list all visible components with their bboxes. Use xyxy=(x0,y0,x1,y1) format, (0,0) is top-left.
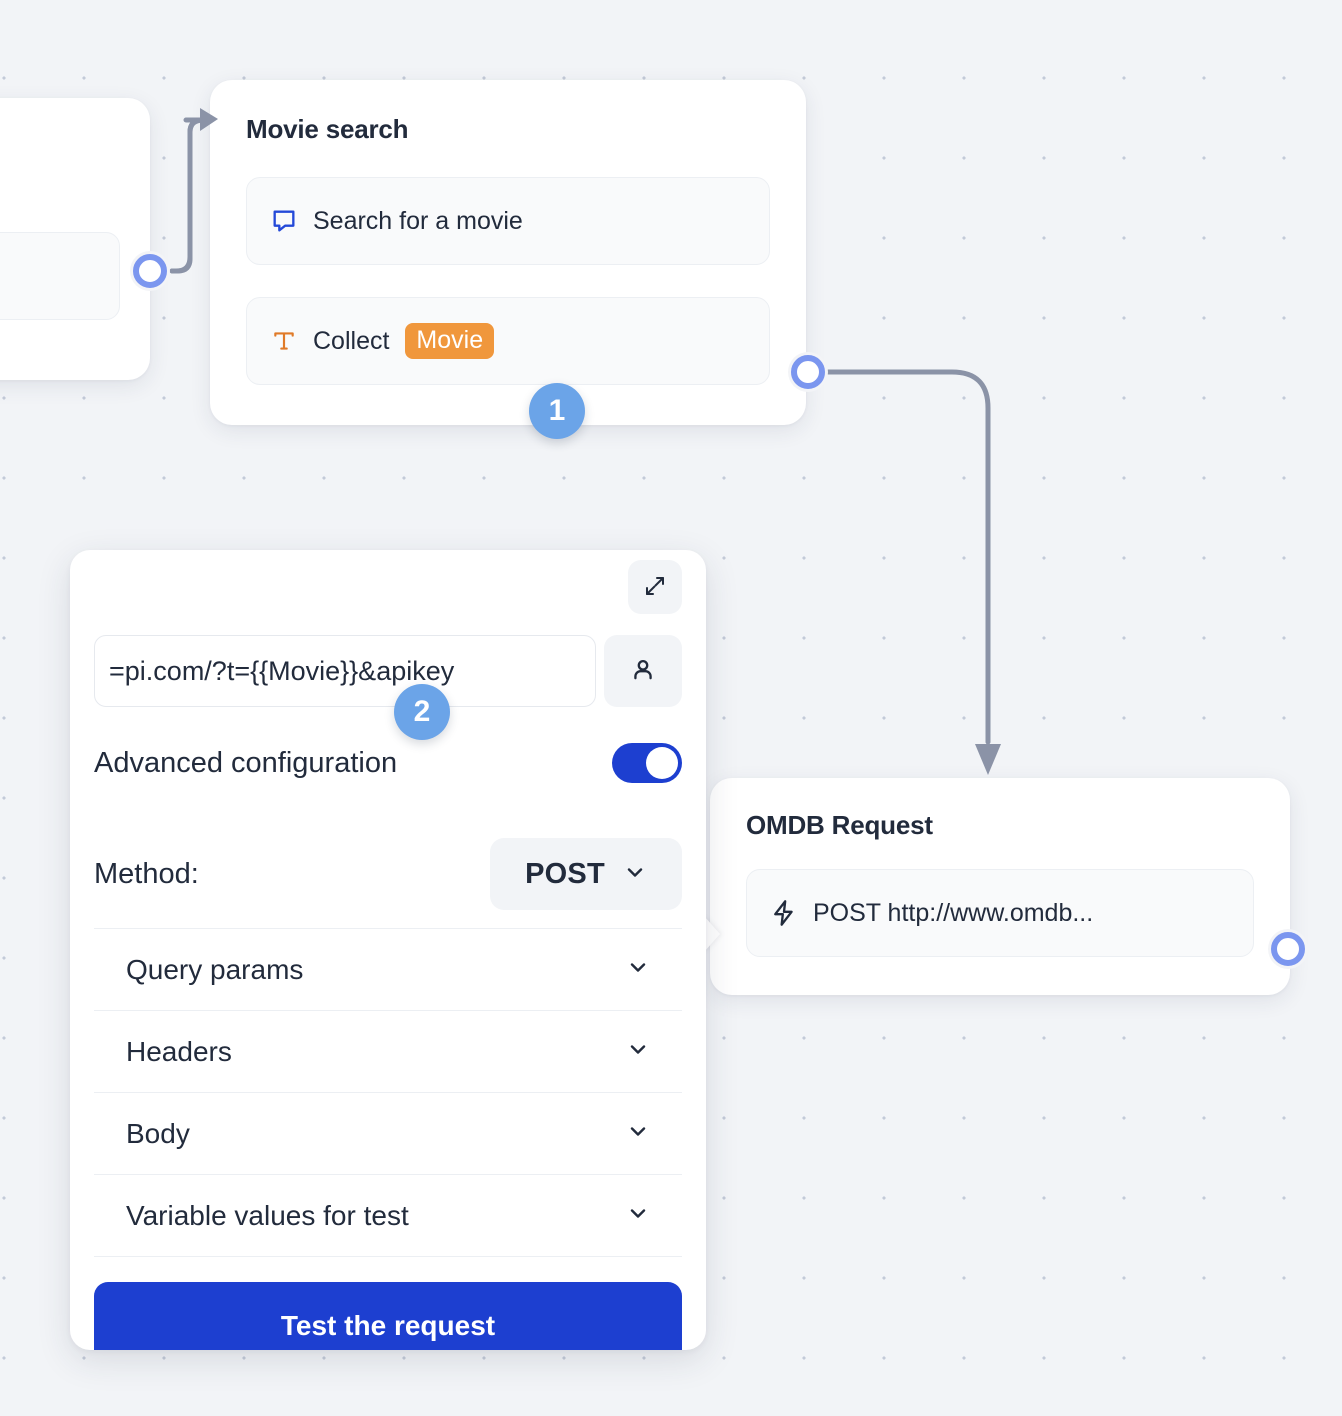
method-row: Method: POST xyxy=(94,838,682,910)
connector-port-omdb-output[interactable] xyxy=(1268,929,1308,969)
node-row-label: POST http://www.omdb... xyxy=(813,898,1094,927)
method-value: POST xyxy=(525,857,605,890)
person-icon xyxy=(629,656,657,687)
chevron-down-icon[interactable] xyxy=(626,1201,650,1230)
request-sections-accordion: Query params Headers Body xyxy=(94,928,682,1257)
node-row-label: Collect xyxy=(313,326,390,355)
method-dropdown[interactable]: POST xyxy=(490,838,682,910)
test-the-request-button[interactable]: Test the request xyxy=(94,1282,682,1350)
connector-port-movie-search-output[interactable] xyxy=(788,352,828,392)
node-row-label: Search for a movie xyxy=(313,206,523,235)
node-title-omdb-request: OMDB Request xyxy=(746,810,933,840)
chevron-down-icon xyxy=(623,860,647,889)
accordion-item-body[interactable]: Body xyxy=(94,1093,682,1175)
advanced-configuration-label: Advanced configuration xyxy=(94,746,398,779)
accordion-label: Body xyxy=(126,1117,190,1149)
identity-select-button[interactable] xyxy=(604,635,682,707)
expand-diagonal-icon xyxy=(643,574,667,601)
variable-chip-movie[interactable]: Movie xyxy=(405,322,495,360)
request-config-panel[interactable]: Advanced configuration Method: POST Quer… xyxy=(70,550,706,1350)
chevron-down-icon[interactable] xyxy=(626,1037,650,1066)
request-url-input[interactable] xyxy=(94,635,596,707)
advanced-configuration-toggle[interactable] xyxy=(612,743,682,783)
accordion-item-query-params[interactable]: Query params xyxy=(94,929,682,1011)
chevron-down-icon[interactable] xyxy=(626,955,650,984)
node-card-omdb-request[interactable]: OMDB Request POST http://www.omdb... xyxy=(710,778,1290,995)
advanced-configuration-row: Advanced configuration xyxy=(94,743,682,783)
connector-port-partial-output[interactable] xyxy=(130,251,170,291)
node-card-movie-search[interactable]: Movie search Search for a movie Collect … xyxy=(210,80,806,425)
node-row-search-for-a-movie[interactable]: Search for a movie xyxy=(246,177,770,265)
method-label: Method: xyxy=(94,857,199,890)
lightning-bolt-icon xyxy=(769,898,799,928)
callout-badge-2: 2 xyxy=(394,684,450,740)
node-card-partial[interactable] xyxy=(0,98,150,380)
accordion-label: Variable values for test xyxy=(126,1199,409,1231)
text-field-icon xyxy=(269,326,299,356)
node-row-placeholder[interactable] xyxy=(0,232,120,320)
url-row xyxy=(94,635,682,707)
panel-pointer xyxy=(704,916,720,952)
accordion-item-headers[interactable]: Headers xyxy=(94,1011,682,1093)
expand-panel-button[interactable] xyxy=(628,560,682,614)
toggle-knob xyxy=(646,747,678,779)
chevron-down-icon[interactable] xyxy=(626,1119,650,1148)
message-bubble-icon xyxy=(269,206,299,236)
node-row-post-request[interactable]: POST http://www.omdb... xyxy=(746,869,1254,957)
accordion-label: Query params xyxy=(126,953,304,985)
accordion-item-variable-values-for-test[interactable]: Variable values for test xyxy=(94,1175,682,1257)
node-title-movie-search: Movie search xyxy=(246,114,409,144)
callout-badge-1: 1 xyxy=(529,383,585,439)
accordion-label: Headers xyxy=(126,1035,232,1067)
node-row-collect-movie[interactable]: Collect Movie xyxy=(246,297,770,385)
